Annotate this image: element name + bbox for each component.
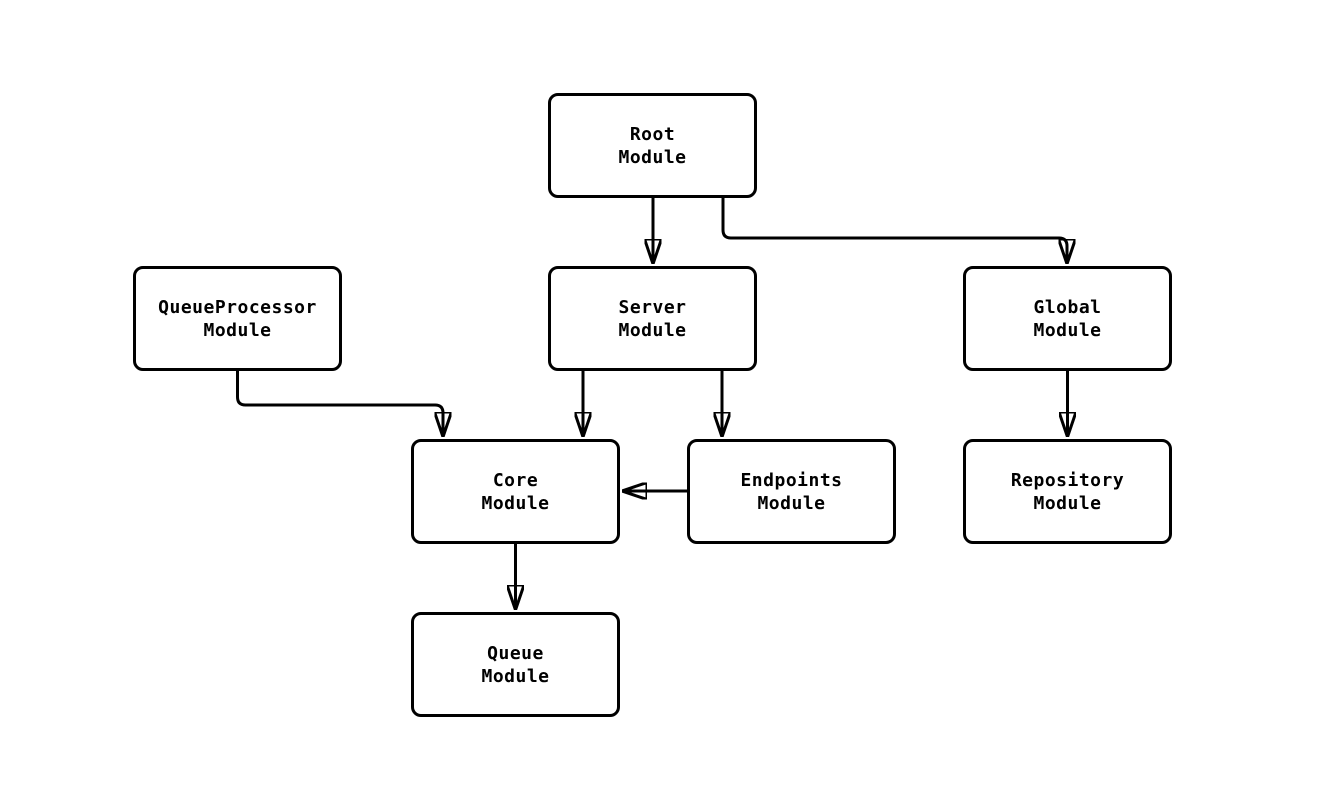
edge-root-module-to-global-module bbox=[721, 198, 1067, 263]
node-core-module: Core Module bbox=[411, 439, 620, 544]
node-global-module: Global Module bbox=[963, 266, 1172, 371]
node-repository-module-label: Repository Module bbox=[1010, 469, 1125, 514]
edge-queueprocessor-module-to-core-module bbox=[236, 371, 444, 436]
node-queue-module: Queue Module bbox=[411, 612, 620, 717]
node-endpoints-module-label: Endpoints Module bbox=[740, 469, 843, 514]
node-root-module-label: Root Module bbox=[618, 123, 687, 168]
node-global-module-label: Global Module bbox=[1033, 296, 1102, 341]
node-repository-module: Repository Module bbox=[963, 439, 1172, 544]
node-server-module: Server Module bbox=[548, 266, 757, 371]
node-endpoints-module: Endpoints Module bbox=[687, 439, 896, 544]
node-core-module-label: Core Module bbox=[481, 469, 550, 514]
node-queueprocessor-module-label: QueueProcessor Module bbox=[158, 296, 317, 341]
node-queueprocessor-module: QueueProcessor Module bbox=[133, 266, 342, 371]
node-root-module: Root Module bbox=[548, 93, 757, 198]
node-queue-module-label: Queue Module bbox=[481, 642, 550, 687]
node-server-module-label: Server Module bbox=[618, 296, 687, 341]
